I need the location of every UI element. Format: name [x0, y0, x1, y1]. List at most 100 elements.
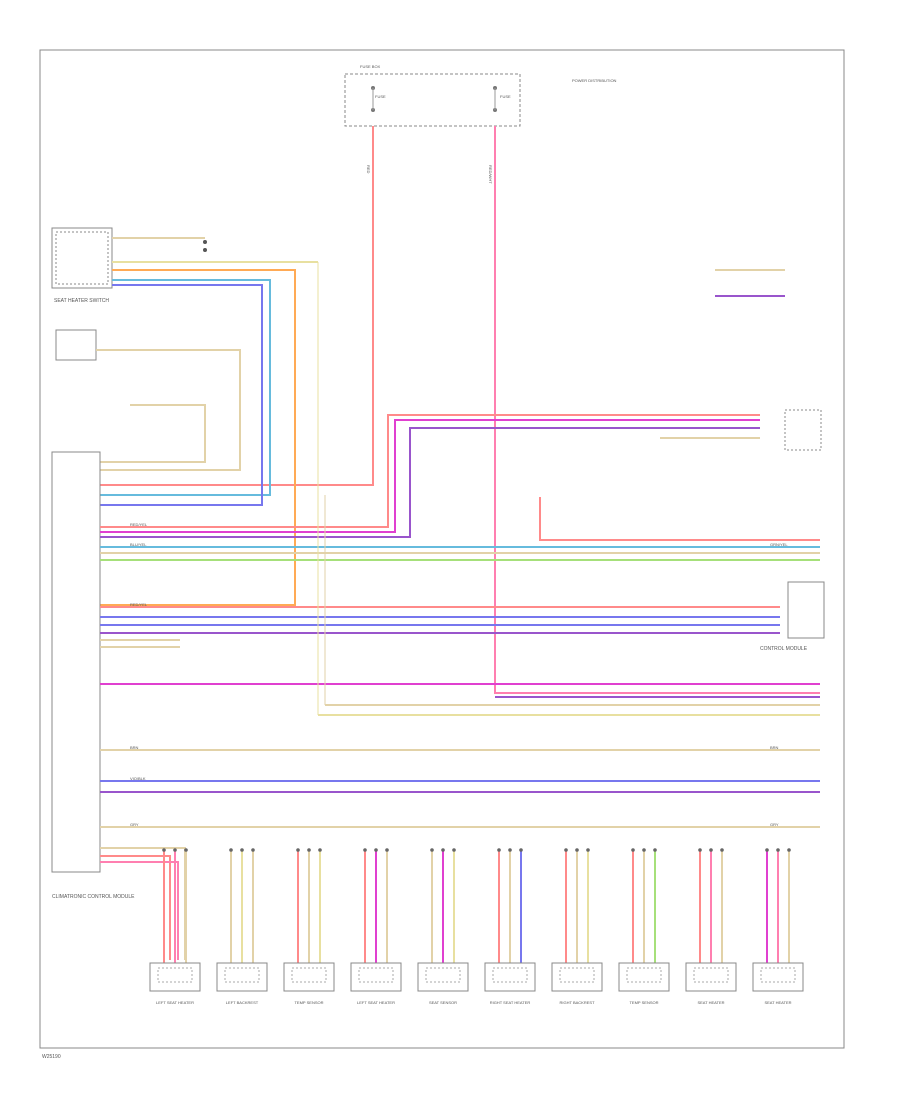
component-wire-dot-8-3 [653, 848, 657, 852]
wire-sw-tan3 [100, 404, 206, 463]
component-label-4: LEFT SEAT HEATER [357, 1000, 395, 1005]
component-box-2 [216, 962, 268, 992]
component-wire-dot-6-2 [508, 848, 512, 852]
svg-text:POWER DISTRIBUTION: POWER DISTRIBUTION [572, 78, 617, 83]
component-label-3: TEMP SENSOR [294, 1000, 323, 1005]
component-box-5 [417, 962, 469, 992]
seat-heater-switch: SEAT HEATER SWITCH [51, 227, 207, 304]
component-wire-dot-9-3 [720, 848, 724, 852]
component-wire-dot-2-3 [251, 848, 255, 852]
component-box-7 [551, 962, 603, 992]
component-wire-dot-7-3 [586, 848, 590, 852]
component-wire-dot-3-1 [296, 848, 300, 852]
component-wire-dot-9-1 [698, 848, 702, 852]
component-label-7: RIGHT BACKREST [559, 1000, 595, 1005]
component-box-1 [149, 962, 201, 992]
seat-heater-switch-label: SEAT HEATER SWITCH [54, 298, 109, 304]
wire-bus-red [100, 414, 760, 528]
svg-text:RED/YEL: RED/YEL [130, 522, 148, 527]
climatronic-module-label: CLIMATRONIC CONTROL MODULE [52, 894, 135, 900]
fuse-wire1-label: RED [366, 165, 371, 174]
component-wire-dot-10-1 [765, 848, 769, 852]
component-label-9: SEAT HEATER [697, 1000, 724, 1005]
component-wire-dot-4-2 [374, 848, 378, 852]
component-wire-dot-4-1 [363, 848, 367, 852]
wire-sw-blue [100, 284, 263, 506]
svg-text:GRN/YEL: GRN/YEL [770, 542, 788, 547]
component-inner-10 [760, 967, 796, 983]
svg-text:BRN: BRN [770, 745, 779, 750]
component-label-5: SEAT SENSOR [429, 1000, 457, 1005]
fuse-block: FUSE BOX FUSE FUSE POWER DISTRIBUTION [344, 64, 617, 127]
component-wire-dot-4-3 [385, 848, 389, 852]
right-top-connector [784, 409, 822, 451]
component-wire-dot-1-1 [162, 848, 166, 852]
component-inner-6 [492, 967, 528, 983]
component-inner-9 [693, 967, 729, 983]
wire-bus-magenta [100, 419, 760, 533]
wire-sw-tan2 [96, 349, 241, 471]
climatronic-control-module: CLIMATRONIC CONTROL MODULE [51, 451, 135, 900]
component-inner-2 [224, 967, 260, 983]
svg-text:RED/YEL: RED/YEL [130, 602, 148, 607]
component-wire-dot-1-3 [184, 848, 188, 852]
component-wire-dot-6-1 [497, 848, 501, 852]
component-wire-dot-6-3 [519, 848, 523, 852]
component-box-6 [484, 962, 536, 992]
fuse1-label: FUSE [375, 94, 386, 99]
component-wire-dot-7-2 [575, 848, 579, 852]
fuse-wire2-label: RED/WHT [488, 165, 493, 184]
component-inner-3 [291, 967, 327, 983]
component-inner-4 [358, 967, 394, 983]
component-box-10 [752, 962, 804, 992]
component-wire-dot-8-2 [642, 848, 646, 852]
wire-bus-red2 [539, 497, 820, 541]
component-wire-dot-3-2 [307, 848, 311, 852]
wire-power-red [100, 126, 374, 486]
component-wire-dot-10-3 [787, 848, 791, 852]
component-inner-7 [559, 967, 595, 983]
component-label-8: TEMP SENSOR [629, 1000, 658, 1005]
svg-text:VIO/BLK: VIO/BLK [130, 776, 146, 781]
component-wire-dot-2-2 [240, 848, 244, 852]
component-wire-dot-9-2 [709, 848, 713, 852]
component-wire-dot-5-3 [452, 848, 456, 852]
svg-text:GRY: GRY [130, 822, 139, 827]
bottom-component-row: LEFT SEAT HEATER LEFT BACKREST TEMP SENSOR… [149, 962, 804, 1005]
svg-text:BLU/YEL: BLU/YEL [130, 542, 147, 547]
right-connector-label: CONTROL MODULE [760, 646, 808, 652]
wire-bot-red [100, 855, 171, 960]
wire-bus-violet [100, 427, 760, 538]
component-label-1: LEFT SEAT HEATER [156, 1000, 194, 1005]
component-wire-dot-3-3 [318, 848, 322, 852]
component-wire-dot-5-1 [430, 848, 434, 852]
component-wire-dot-2-1 [229, 848, 233, 852]
component-label-10: SEAT HEATER [764, 1000, 791, 1005]
component-inner-5 [425, 967, 461, 983]
component-box-4 [350, 962, 402, 992]
component-box-3 [283, 962, 335, 992]
bottom-wire-group [162, 848, 791, 963]
component-box-9 [685, 962, 737, 992]
wire-sw-lightblue [100, 279, 271, 496]
right-sensor-connector [787, 581, 825, 639]
component-wire-dot-5-2 [441, 848, 445, 852]
component-wire-dot-1-2 [173, 848, 177, 852]
fuse2-label: FUSE [500, 94, 511, 99]
component-wire-dot-8-1 [631, 848, 635, 852]
component-label-6: RIGHT SEAT HEATER [490, 1000, 531, 1005]
wire-bot-tan [100, 847, 186, 960]
svg-text:GRY: GRY [770, 822, 779, 827]
diagram-frame [39, 49, 845, 1049]
component-wire-dot-10-2 [776, 848, 780, 852]
svg-text:BRN: BRN [130, 745, 139, 750]
fuse-block-title: FUSE BOX [360, 64, 381, 69]
component-label-2: LEFT BACKREST [226, 1000, 259, 1005]
wire-power-pink [494, 126, 820, 694]
wire-sw-orange [100, 269, 296, 606]
component-wire-dot-7-1 [564, 848, 568, 852]
component-inner-1 [157, 967, 193, 983]
wire-bot-pink [100, 861, 179, 960]
component-inner-8 [626, 967, 662, 983]
